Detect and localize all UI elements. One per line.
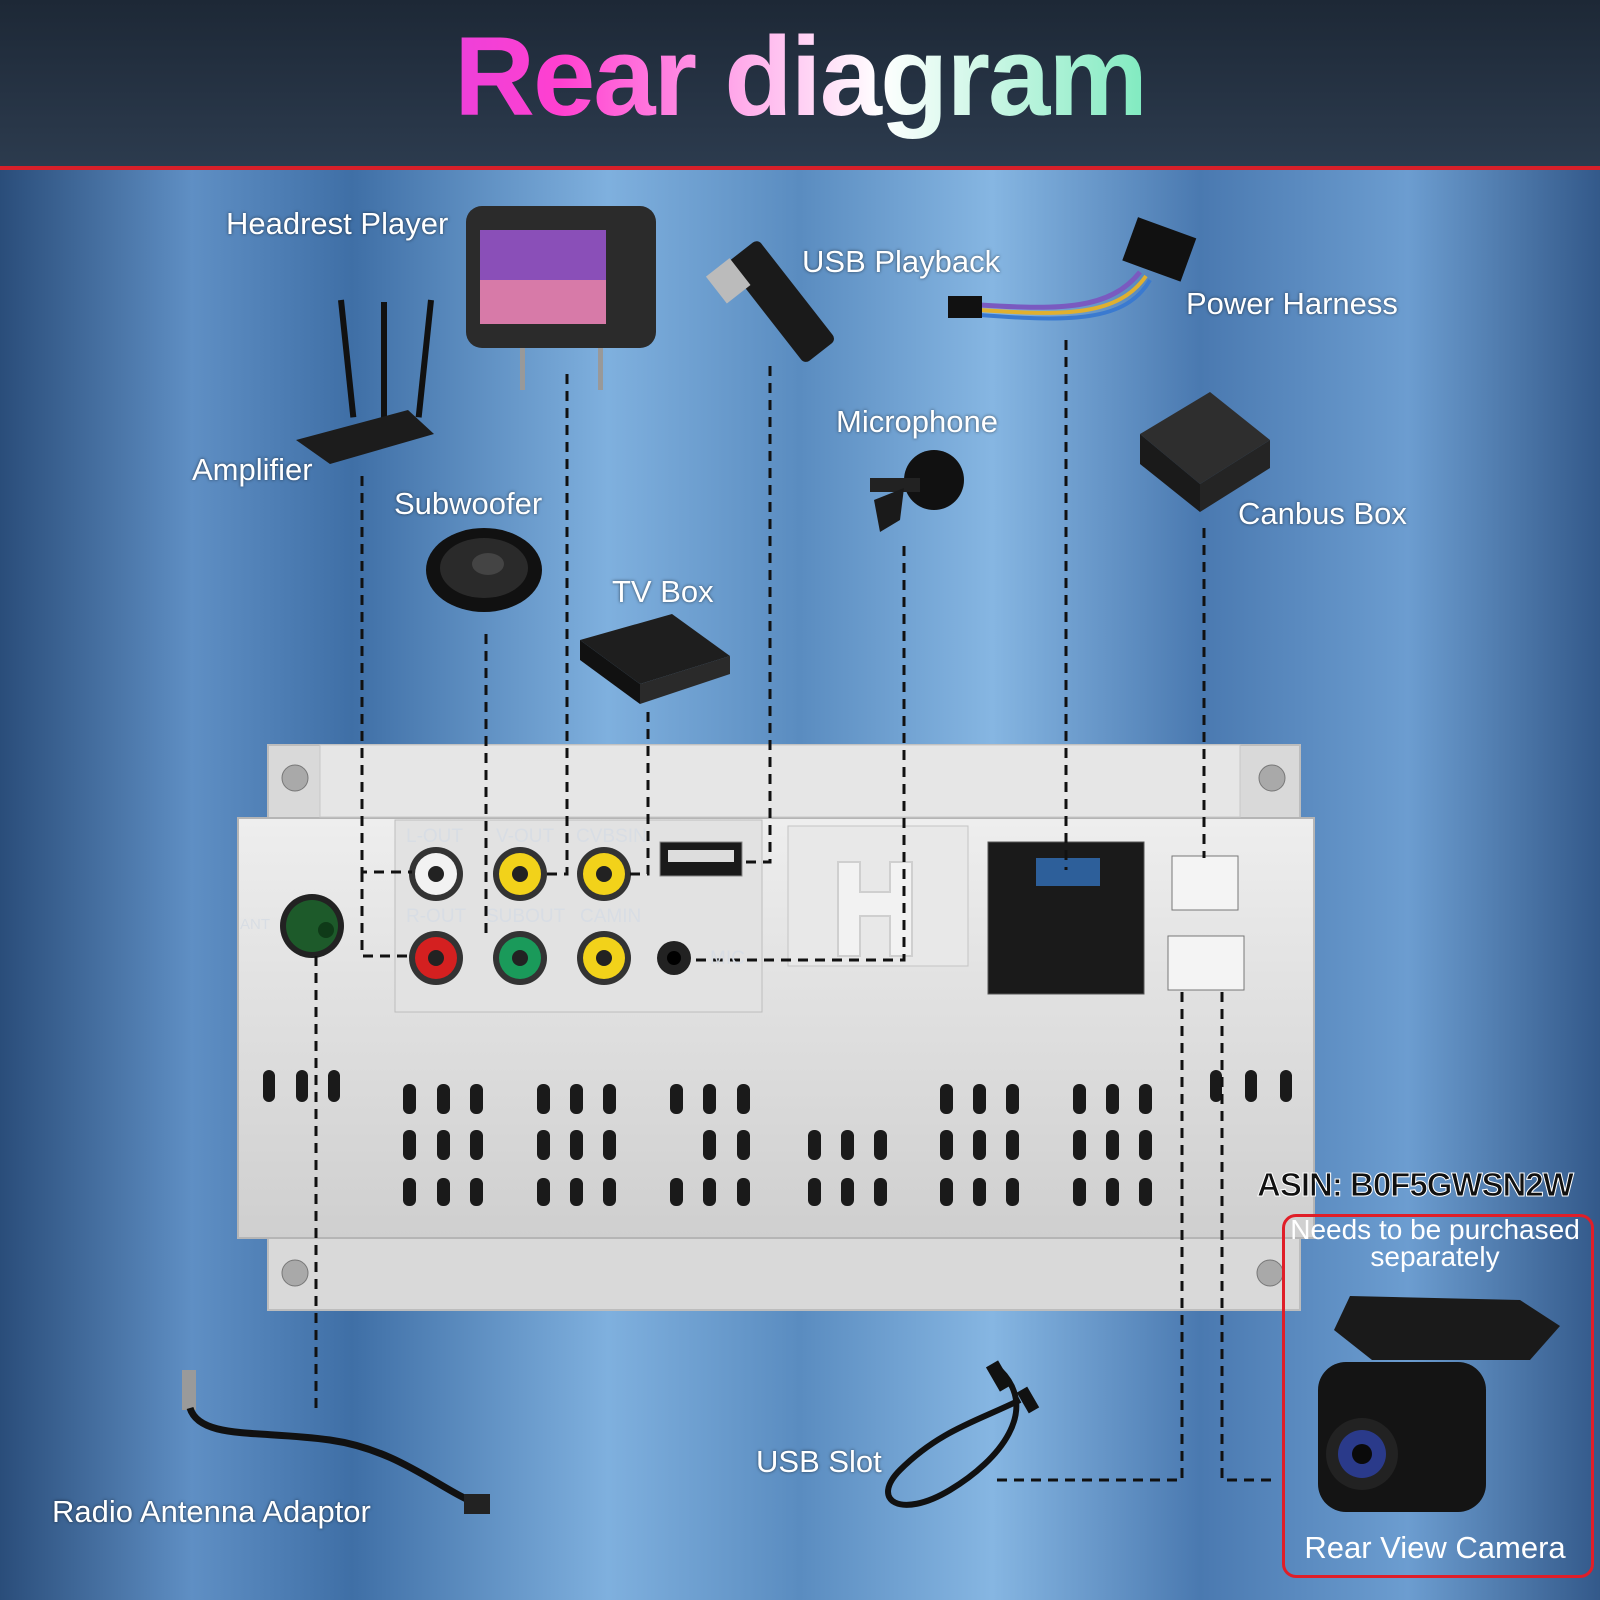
vent-slots: [263, 1070, 1292, 1206]
label-rear-view-camera: Rear View Camera: [1304, 1530, 1566, 1565]
port-label-r-out: R-OUT: [406, 906, 467, 927]
label-radio-antenna-adaptor: Radio Antenna Adaptor: [52, 1494, 371, 1529]
separate-purchase-box: [1282, 1214, 1594, 1578]
screw-icon: [1256, 1259, 1284, 1287]
connection-lines: [314, 340, 1276, 1482]
usb-port: [659, 841, 743, 877]
label-usb-playback: USB Playback: [802, 244, 1001, 279]
title-banner: [0, 0, 1600, 170]
asin-label: ASIN: B0F5GWSN2W: [1257, 1166, 1575, 1204]
brand-h-icon: [837, 861, 913, 957]
port-label-cam-in: CAMIN: [580, 906, 642, 927]
rca-v-out-port: [493, 847, 547, 901]
label-canbus-box: Canbus Box: [1238, 496, 1407, 531]
rca-cam-in-port: [577, 931, 631, 985]
canbus-box-icon: [1140, 392, 1270, 512]
port-label-sub-out: SUBOUT: [486, 906, 566, 927]
microphone-icon: [870, 450, 964, 532]
port-label-v-out: V-OUT: [496, 826, 555, 847]
port-label-ant: ANT: [240, 916, 270, 933]
rear-view-camera-icon: [1318, 1296, 1560, 1512]
rca-cvbs-in-port: [577, 847, 631, 901]
headrest-player-icon: [466, 206, 656, 390]
label-microphone: Microphone: [836, 404, 998, 439]
rca-l-out-port: [409, 847, 463, 901]
usb-stick-icon: [705, 241, 834, 362]
antenna-port: [280, 894, 344, 958]
port-label-l-out: L-OUT: [406, 826, 463, 847]
port-label-mic: MIC: [710, 948, 745, 969]
rca-sub-out-port: [493, 931, 547, 985]
separate-purchase-note: Needs to be purchased separately: [1290, 1214, 1580, 1272]
head-unit-rear: [237, 744, 1315, 1311]
screw-icon: [1258, 764, 1286, 792]
rca-r-out-port: [409, 931, 463, 985]
usb-cable-icon: [885, 1360, 1040, 1508]
label-subwoofer: Subwoofer: [394, 486, 543, 521]
label-power-harness: Power Harness: [1186, 286, 1398, 321]
screw-icon: [281, 764, 309, 792]
label-tv-box: TV Box: [612, 574, 714, 609]
page-title: Rear diagram: [0, 12, 1600, 141]
antenna-adaptor-icon: [182, 1370, 490, 1514]
label-headrest-player: Headrest Player: [226, 206, 449, 241]
screw-icon: [281, 1259, 309, 1287]
label-usb-slot: USB Slot: [756, 1444, 882, 1479]
label-amplifier: Amplifier: [192, 452, 313, 487]
port-label-cvbs-in: CVBSIN: [576, 826, 647, 847]
subwoofer-icon: [426, 528, 542, 612]
router-amplifier-icon: [296, 299, 434, 464]
mic-jack-port: [657, 941, 691, 975]
tv-box-icon: [580, 614, 730, 704]
power-harness-icon: [948, 217, 1197, 321]
